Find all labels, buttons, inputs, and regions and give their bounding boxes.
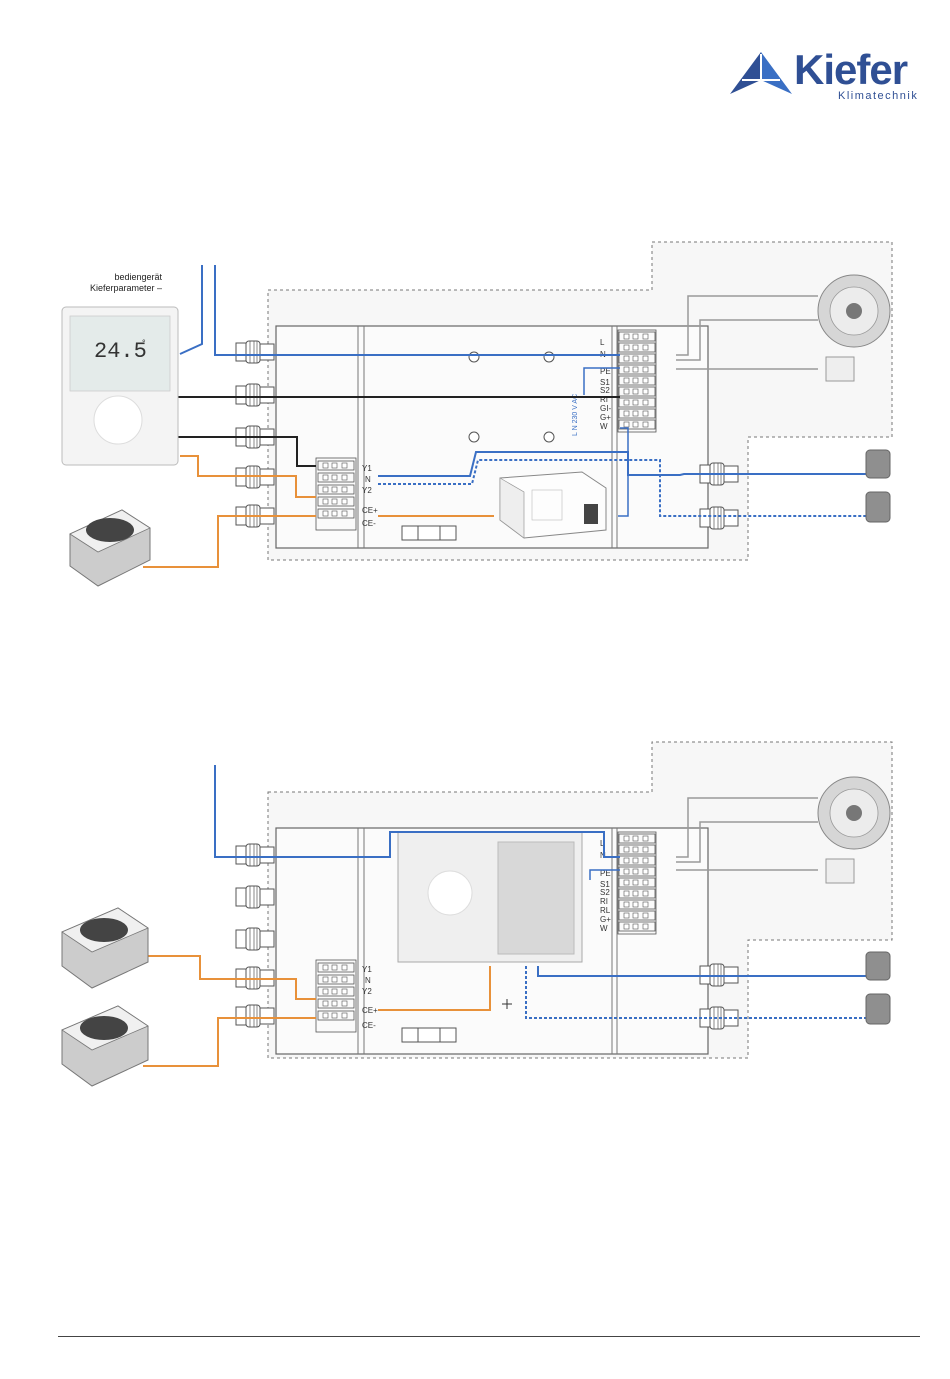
terminal-label-ce-plus: CE+ [362, 1006, 378, 1015]
diagram-1: L N PE S1 S2 RI GI- G+ W L N 230 V AC Y1… [62, 242, 892, 586]
terminal-label-s2: S2 [600, 386, 610, 395]
floor-diffuser-icon [62, 908, 148, 988]
floor-diffuser-icon [70, 510, 150, 586]
relay-module-icon [500, 472, 606, 538]
room-controller-icon [62, 307, 178, 465]
terminal-label-n2: N [365, 475, 371, 484]
fan-icon [818, 275, 890, 347]
terminal-label-s2: S2 [600, 888, 610, 897]
terminal-label-n2: N [365, 976, 371, 985]
terminal-label-g-plus: G+ [600, 915, 611, 924]
voltage-label: L N 230 V AC [572, 394, 579, 436]
terminal-label-w: W [600, 422, 608, 431]
terminal-label-gi: GI- [600, 404, 611, 413]
terminal-label-y2: Y2 [362, 987, 372, 996]
terminal-label-ce-plus: CE+ [362, 506, 378, 515]
display-value: 24.5 [94, 339, 147, 364]
terminal-label-ce-minus: CE- [362, 1021, 376, 1030]
terminal-label-y1: Y1 [362, 464, 372, 473]
controller-module-icon [398, 832, 582, 962]
terminal-label-y2: Y2 [362, 486, 372, 495]
terminal-block-left-2 [316, 960, 356, 1032]
terminal-label-ce-minus: CE- [362, 519, 376, 528]
sensor-module-icon [826, 357, 854, 381]
terminal-label-w: W [600, 924, 608, 933]
terminal-label-g-plus: G+ [600, 413, 611, 422]
terminal-label-y1: Y1 [362, 965, 372, 974]
diagram-2: L N PE S1 S2 RI RL G+ W Y1 N Y2 CE+ CE- [62, 742, 892, 1086]
footer-rule [58, 1336, 920, 1337]
fuse-icon [402, 1028, 456, 1042]
terminal-label-ri: RI [600, 897, 608, 906]
valve-actuator-icon [866, 450, 890, 522]
floor-diffuser-icon [62, 1006, 148, 1086]
terminal-block-right-2 [618, 832, 656, 934]
sensor-module-icon [826, 859, 854, 883]
terminal-label-rl: RL [600, 906, 611, 915]
fuse-icon [402, 526, 456, 540]
terminal-block-right-1 [618, 330, 656, 432]
valve-actuator-icon [866, 952, 890, 1024]
terminal-block-left-1 [316, 458, 356, 530]
fan-icon [818, 777, 890, 849]
terminal-label-l: L [600, 338, 605, 347]
display-unit: ° [142, 338, 146, 348]
